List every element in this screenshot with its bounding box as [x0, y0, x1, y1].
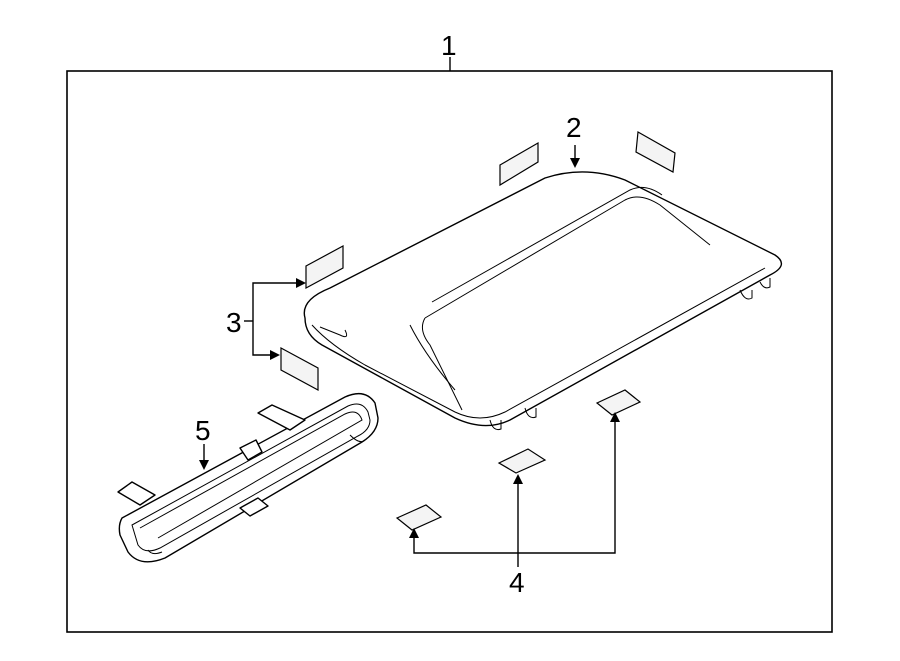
- callout-3-label: 3: [226, 307, 242, 338]
- callout-4-bracket: [413, 420, 616, 554]
- lamp-housing: [303, 171, 783, 431]
- lamp-bulb-bar: [117, 392, 379, 563]
- callout-3-arrowhead-upper: [296, 278, 306, 288]
- callout-4-label: 4: [509, 567, 525, 598]
- bottom-gasket-right: [595, 389, 642, 416]
- callout-5-label: 5: [195, 415, 211, 446]
- callout-3-arrowhead-lower: [270, 350, 280, 360]
- callout-2-arrowhead: [570, 158, 580, 168]
- top-gasket-left: [499, 141, 539, 187]
- bottom-gasket-middle: [497, 448, 547, 474]
- side-gasket-lower: [280, 346, 319, 392]
- callout-2-label: 2: [566, 112, 582, 143]
- callout-5-arrowhead: [199, 460, 209, 470]
- callout-4-arrowhead-middle: [513, 474, 523, 484]
- top-gasket-right: [635, 131, 676, 173]
- side-gasket-upper: [305, 244, 344, 290]
- callout-4-arrowhead-left: [409, 528, 419, 538]
- callout-1-label: 1: [441, 30, 457, 61]
- callout-4-arrowhead-right: [610, 412, 620, 422]
- bottom-gasket-left: [395, 504, 443, 531]
- callout-3-bracket: [252, 282, 300, 356]
